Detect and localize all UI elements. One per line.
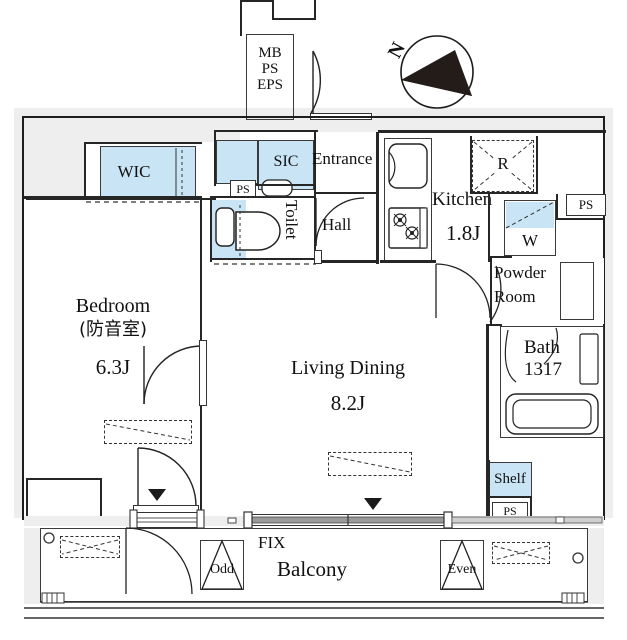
washer-tile [506,202,554,228]
sic-extension [216,140,258,184]
ld-overhead-storage [328,452,412,476]
kitchen-wall-bottom [380,260,436,263]
bath-label: Bath [524,337,560,358]
shelf-wall-right [530,496,532,518]
wall-toilet-link [202,198,216,200]
bedroom-sublabel: (防音室) [78,319,148,340]
refrigerator-label: R [493,155,513,173]
wic-wall-left [84,142,86,200]
balcony-left-strip [24,528,40,604]
toilet-tile [212,200,246,260]
bedroom-overhead-storage [104,420,192,444]
powder-label: Powder [494,263,546,282]
building-left-edge [14,108,24,518]
bedroom-label: Bedroom [75,295,151,317]
refrigerator-space [472,140,534,192]
bedroom-balcony-door [130,512,204,528]
bedroom-wall-left-lower [26,480,28,516]
toilet-wall-top [212,196,316,198]
ld-wall-right [486,326,489,462]
ps-label: PS [261,61,279,77]
wall-left-segment [24,196,86,199]
wic-wall-bottom [84,196,202,199]
toilet-label: Toilet [281,200,301,240]
bath-outline [500,326,604,438]
living-dining-label: Living Dining [291,357,405,379]
fix-label: FIX [258,533,286,552]
ld-wall-right-lower [486,460,490,518]
mb-ps-eps-shaft [246,34,294,120]
room-label: Room [494,287,536,306]
fridge-wall-left [470,136,472,194]
wall-sic-bottom [256,184,316,186]
kitchen-counter [384,138,432,262]
entrance-wall-bottom [316,192,378,194]
eps-label: EPS [257,77,283,93]
wic-wall-top [84,142,202,144]
balcony-label: Balcony [277,557,347,581]
corridor-area-4 [316,118,613,132]
wall-sic-top [214,130,318,132]
hall-wall-bottom [316,260,378,263]
building-right-edge [603,108,613,518]
toilet-wall-left [210,196,212,262]
ld-window-marker [364,498,382,510]
entrance-floor [318,132,378,192]
ps-box-toilet: PS [230,180,256,198]
wall-ps-bottom [556,218,604,220]
kitchen-area-label: 1.8J [446,221,481,245]
washer-label: W [521,231,539,250]
bath-size-label: 1317 [524,359,562,380]
shelf-label: Shelf [494,471,526,487]
bedroom-step-wall [26,478,102,480]
bedroom-window-marker [148,489,166,501]
ld-wall-right-top [486,324,502,326]
entrance-label: Entrance [312,149,373,168]
hall-label: Hall [322,215,352,234]
wall-kitchen-top [378,130,606,133]
powder-wall-top [490,256,512,258]
wall-washer-top [488,192,506,194]
bedroom-area-label: 6.3J [95,355,131,379]
balcony-ac-left [60,536,120,558]
ps-box-right: PS [566,194,606,216]
north-label: N [383,38,410,62]
balcony-ac-right [492,542,550,564]
hall-wall-right [376,132,379,264]
wic-area [100,146,196,198]
sic-label: SIC [273,153,299,170]
kitchen-label: Kitchen [432,189,493,210]
wall-kitchen-right [488,192,490,262]
bedroom-wall-top [26,198,202,200]
bedroom-door-jamb [199,340,207,406]
fridge-wall-right [536,136,538,194]
toilet-wall-bottom [212,258,318,260]
partition-odd-label: Odd [209,562,235,577]
shaft-wall-right [314,0,316,20]
shaft-wall-step2 [272,18,316,20]
wic-label: WIC [117,162,151,181]
corridor-area-3 [240,118,316,132]
living-area-label: 8.2J [330,391,366,415]
corridor-area [24,118,84,198]
ld-sliding-window [244,514,452,526]
wall-ps-left [556,194,558,220]
toilet-wall-right [314,132,316,262]
partition-even-label: Even [447,562,477,577]
powder-vanity [560,262,594,320]
bedroom-step-wall2 [100,478,102,516]
shaft-wall-step [272,0,274,20]
balcony-right-strip [588,528,604,604]
mb-label: MB [258,45,282,61]
shelf-wall-bottom [488,496,532,498]
shaft-wall-left [240,0,242,36]
hall-door-jamb [314,250,322,264]
powder-wall-left [490,258,492,326]
wall-sic-left [214,130,216,186]
shaft-wall-top [240,0,274,2]
